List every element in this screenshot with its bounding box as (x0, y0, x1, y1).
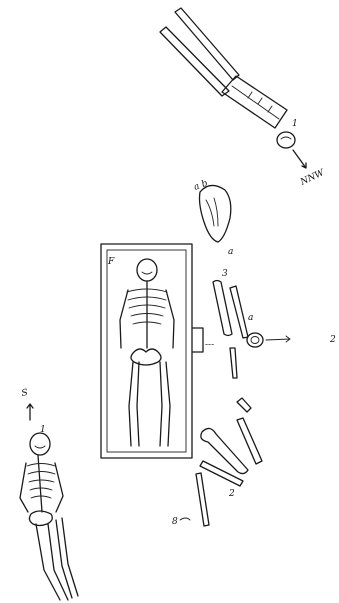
dash-marker: --- (205, 340, 214, 350)
lower-bones (196, 398, 262, 526)
lower-number-label: 2 (228, 489, 235, 499)
right-arrow-label: 2 (329, 335, 336, 345)
top-leg-bones (160, 8, 287, 128)
top-skull (277, 132, 295, 148)
fragment-note-label: a b (193, 179, 210, 193)
grave-letter-label: F (107, 257, 115, 267)
top-direction-label: NNW (298, 168, 326, 188)
skeleton-flexed (20, 433, 78, 600)
scapula-fragment (200, 185, 231, 242)
lower-left-mark (180, 518, 190, 520)
grave-niche (192, 328, 203, 352)
skeleton-supine (120, 259, 174, 446)
top-arrow (293, 150, 306, 168)
right-mark-label: a (248, 313, 253, 323)
lower-left-label: 8 (172, 517, 178, 527)
right-number-label: 3 (222, 269, 228, 279)
right-bones (213, 281, 290, 379)
top-number-label: 1 (292, 119, 298, 129)
left-direction-label: S (21, 388, 29, 399)
fragment-side-label: a (228, 247, 233, 257)
left-arrow (27, 404, 33, 420)
